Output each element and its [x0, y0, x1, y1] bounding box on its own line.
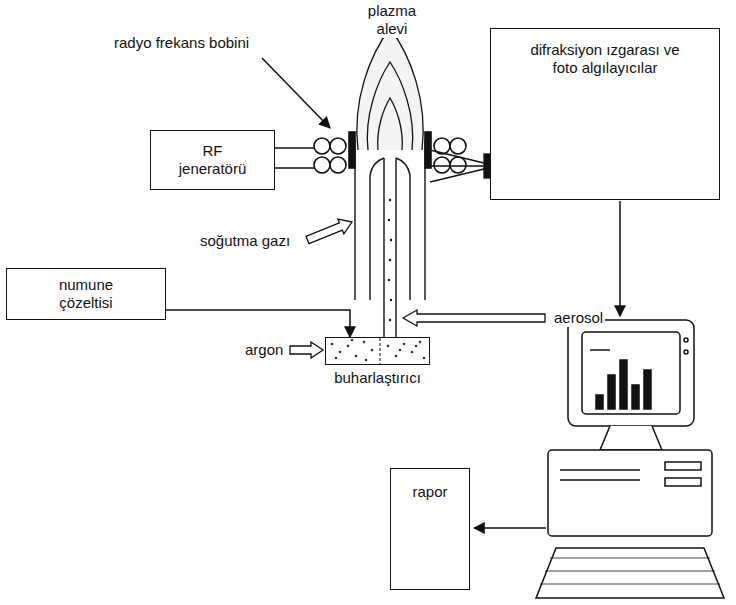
keyboard-keys — [540, 558, 720, 584]
node-text: rapor — [412, 483, 447, 501]
nebulizer-outline — [325, 337, 430, 365]
part-label: plazma alevi — [352, 2, 432, 38]
argon-arrow — [290, 342, 323, 358]
coil-leader — [262, 58, 330, 128]
generator-box: RF jeneratörü — [150, 130, 275, 190]
plasma-flame — [357, 28, 423, 150]
data-arrow — [619, 201, 621, 316]
part-label: argon — [243, 341, 285, 359]
part-label: aerosol — [552, 309, 605, 327]
node-text: RF jeneratörü — [168, 142, 258, 178]
computer-illustration — [536, 320, 724, 598]
nebulizer-contents — [380, 338, 381, 364]
flow-arrow — [166, 310, 350, 337]
spectrometer-box: difraksiyon ızgarası ve foto algılayıcıl… — [490, 28, 720, 200]
node-text: buharlaştırıcı — [334, 369, 421, 387]
part-label: radyo frekans bobini — [112, 34, 251, 52]
node-text: difraksiyon ızgarası ve foto algılayıcıl… — [530, 41, 680, 77]
report-arrow — [474, 527, 546, 529]
node-text: numune çözeltisi — [41, 276, 131, 312]
rf-wires — [275, 148, 314, 168]
sample-solution-box: numune çözeltisi — [6, 268, 166, 320]
report-box: rapor — [390, 468, 470, 590]
part-label: soğutma gazı — [198, 232, 292, 250]
torch-tubes — [355, 140, 425, 337]
emission-lines — [430, 150, 492, 182]
aerosol-dots — [388, 199, 392, 321]
nebulizer-droplets — [331, 339, 426, 362]
rf-coil — [314, 132, 466, 173]
coolant-arrow — [304, 215, 354, 248]
nebulizer-box: buharlaştırıcı — [325, 337, 430, 387]
aerosol-arrow — [403, 310, 545, 326]
